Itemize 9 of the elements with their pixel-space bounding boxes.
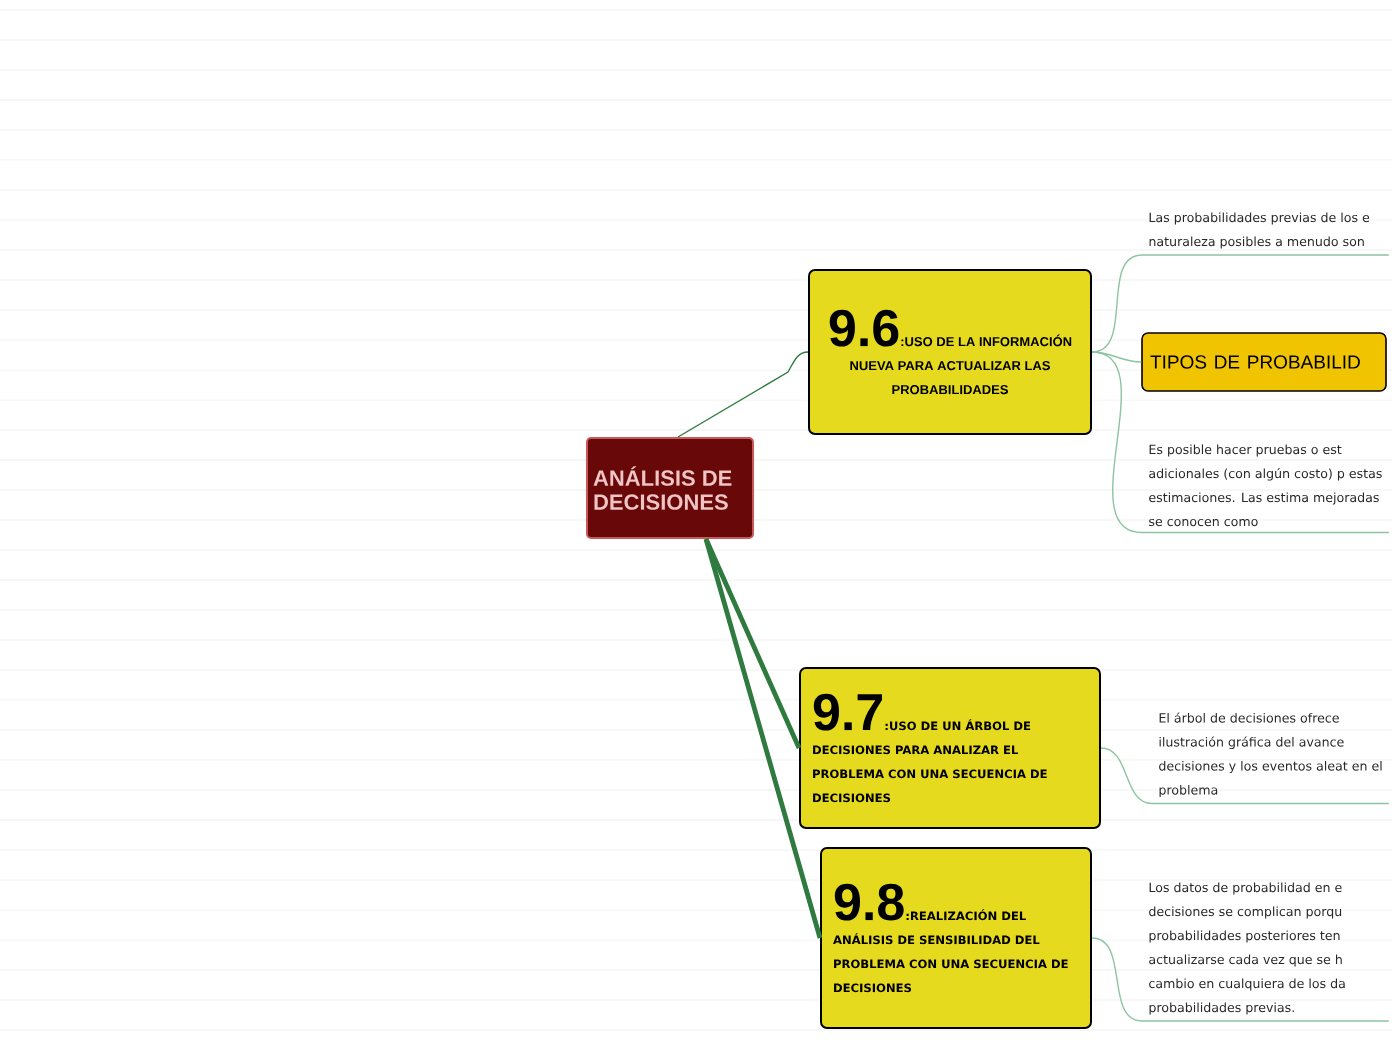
connector-line [1091,254,1390,353]
connector-line [677,351,809,438]
connector-line [703,538,802,749]
topic-box: ANÁLISIS DE DECISIONES [586,437,754,539]
connector-line [1091,351,1390,534]
category-box: TIPOS DE PROBABILID [1141,332,1387,392]
connector-line [1100,747,1390,805]
connector-line [1091,937,1390,1022]
connector-line [703,538,823,939]
